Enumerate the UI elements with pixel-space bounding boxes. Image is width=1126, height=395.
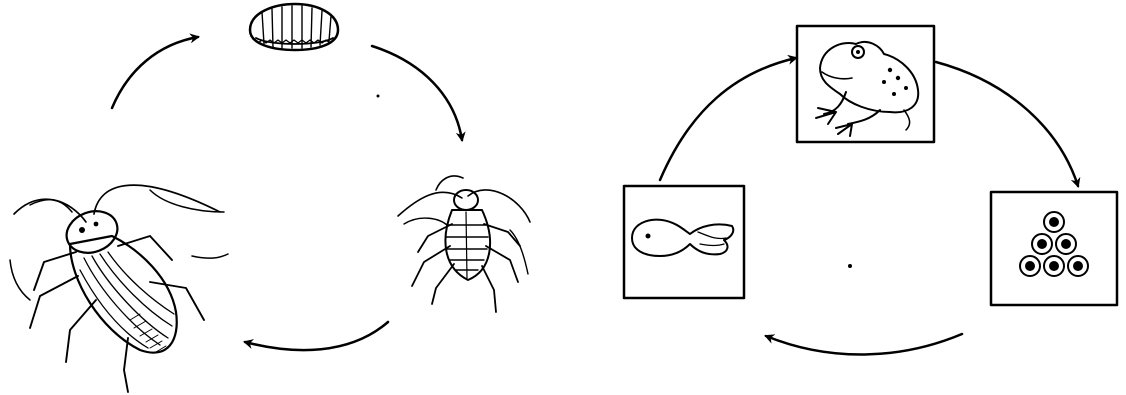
frog-life-cycle: [376, 24, 1119, 356]
speck: [376, 94, 380, 98]
adult-cockroach-icon: [9, 184, 229, 393]
tadpole-icon: [622, 184, 746, 300]
speck: [848, 264, 852, 268]
egg-case-icon: [248, 2, 340, 52]
cockroach-life-cycle: [9, 2, 531, 393]
frog-eggs-icon: [989, 190, 1119, 307]
cycle-arrow: [934, 60, 1081, 188]
cycle-arrow: [110, 33, 200, 110]
cycle-arrow: [243, 320, 390, 352]
nymph-icon: [397, 175, 531, 313]
cycle-arrow: [658, 54, 798, 182]
cycle-arrow: [370, 44, 466, 142]
frog-icon: [795, 24, 936, 144]
cycle-arrow: [764, 332, 964, 356]
